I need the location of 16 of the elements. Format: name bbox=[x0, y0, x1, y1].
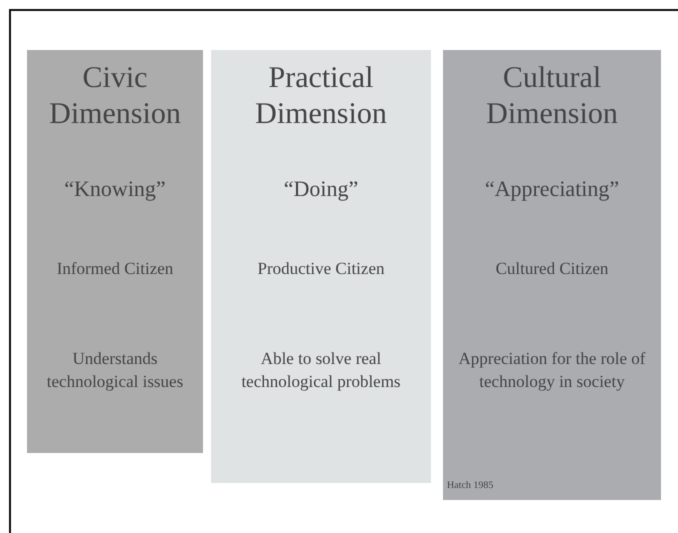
dimension-heading: Cultural Dimension bbox=[485, 60, 619, 132]
dimension-heading: Practical Dimension bbox=[254, 60, 388, 132]
role-text: Productive Citizen bbox=[256, 258, 386, 280]
keyword-text: “Appreciating” bbox=[484, 176, 620, 202]
dimension-panel bbox=[443, 50, 661, 500]
description-text: Able to solve real technological problems bbox=[240, 348, 402, 393]
role-text: Informed Citizen bbox=[56, 258, 174, 280]
description-text: Appreciation for the role of technology in society bbox=[458, 348, 646, 393]
dimension-panel bbox=[211, 50, 431, 483]
description-text: Understands technological issues bbox=[46, 348, 184, 393]
dimension-heading: Civic Dimension bbox=[48, 60, 182, 132]
keyword-text: “Knowing” bbox=[63, 176, 167, 202]
citation-text: Hatch 1985 bbox=[447, 480, 494, 491]
dimension-panel bbox=[27, 50, 203, 453]
role-text: Cultured Citizen bbox=[494, 258, 610, 280]
keyword-text: “Doing” bbox=[282, 176, 360, 202]
